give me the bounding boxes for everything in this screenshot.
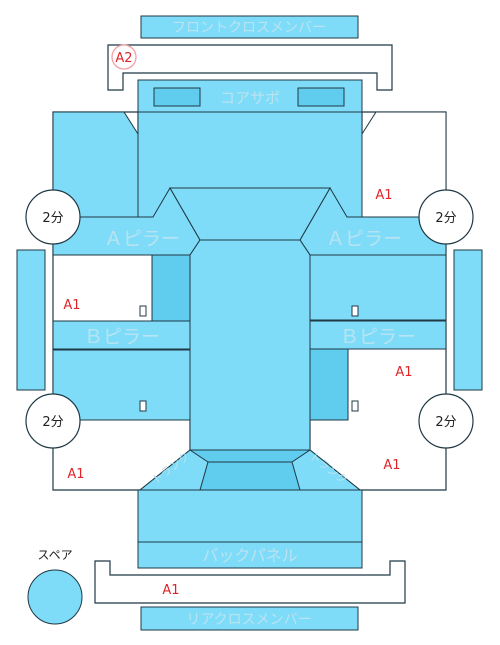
left-b-pillar[interactable] bbox=[52, 320, 191, 350]
right-headlight bbox=[297, 87, 345, 107]
left-hinge-marker bbox=[139, 305, 147, 317]
right-hinge-marker bbox=[351, 305, 359, 317]
right-rear-hinge-marker bbox=[351, 400, 359, 412]
front-right-wheel-label: 2分 bbox=[435, 211, 456, 226]
front-bracket-outline bbox=[107, 44, 393, 91]
damage-marker-circle bbox=[111, 44, 137, 70]
damage-mark-left-middle: A1 bbox=[63, 298, 80, 313]
rear-right-wheel-icon[interactable] bbox=[418, 393, 474, 449]
front-cross-member-panel[interactable] bbox=[140, 15, 359, 39]
left-side-sill[interactable] bbox=[16, 249, 46, 391]
front-left-wheel-label: 2分 bbox=[42, 211, 63, 226]
damage-mark-right-middle: A1 bbox=[395, 365, 412, 380]
damage-mark-left-rear: A1 bbox=[67, 467, 84, 482]
core-support-label: コアサポ bbox=[220, 89, 280, 107]
right-side-sill[interactable] bbox=[453, 249, 483, 391]
damage-mark-front-cross-member: A2 bbox=[115, 51, 132, 66]
front-cross-member-label: フロントクロスメンバー bbox=[172, 20, 326, 36]
front-left-wheel-icon[interactable] bbox=[25, 189, 81, 245]
rear-right-wheel-label: 2分 bbox=[435, 415, 456, 430]
front-right-wheel-icon[interactable] bbox=[418, 189, 474, 245]
right-front-door[interactable] bbox=[309, 254, 447, 321]
left-b-pillar-label: Ｂピラー bbox=[84, 326, 160, 348]
roof-panel[interactable] bbox=[169, 187, 331, 451]
back-panel-label: バックパネル bbox=[202, 546, 297, 565]
right-b-pillar-label: Ｂピラー bbox=[340, 326, 416, 348]
left-rear-hinge-marker bbox=[139, 400, 147, 412]
left-a-pillar-label: Ａピラー bbox=[104, 228, 180, 250]
trunk-center bbox=[199, 461, 301, 491]
damage-mark-right-rear: A1 bbox=[383, 458, 400, 473]
back-panel[interactable] bbox=[137, 489, 363, 569]
spare-label: スペア bbox=[37, 548, 72, 562]
spare-tire-icon[interactable] bbox=[27, 569, 83, 625]
right-front-fender[interactable] bbox=[361, 111, 447, 218]
right-a-pillar-label: Ａピラー bbox=[326, 228, 402, 250]
rear-bracket-outline bbox=[94, 560, 406, 604]
rear-left-wheel-icon[interactable] bbox=[25, 393, 81, 449]
rear-cross-member-label: リアクロスメンバー bbox=[186, 612, 311, 628]
rear-left-wheel-label: 2分 bbox=[42, 415, 63, 430]
damage-mark-right-front: A1 bbox=[375, 188, 392, 203]
left-headlight bbox=[153, 87, 201, 107]
right-b-pillar[interactable] bbox=[309, 320, 447, 350]
damage-mark-rear-cross-member: A1 bbox=[162, 583, 179, 598]
rear-cross-member-panel[interactable] bbox=[140, 606, 359, 631]
